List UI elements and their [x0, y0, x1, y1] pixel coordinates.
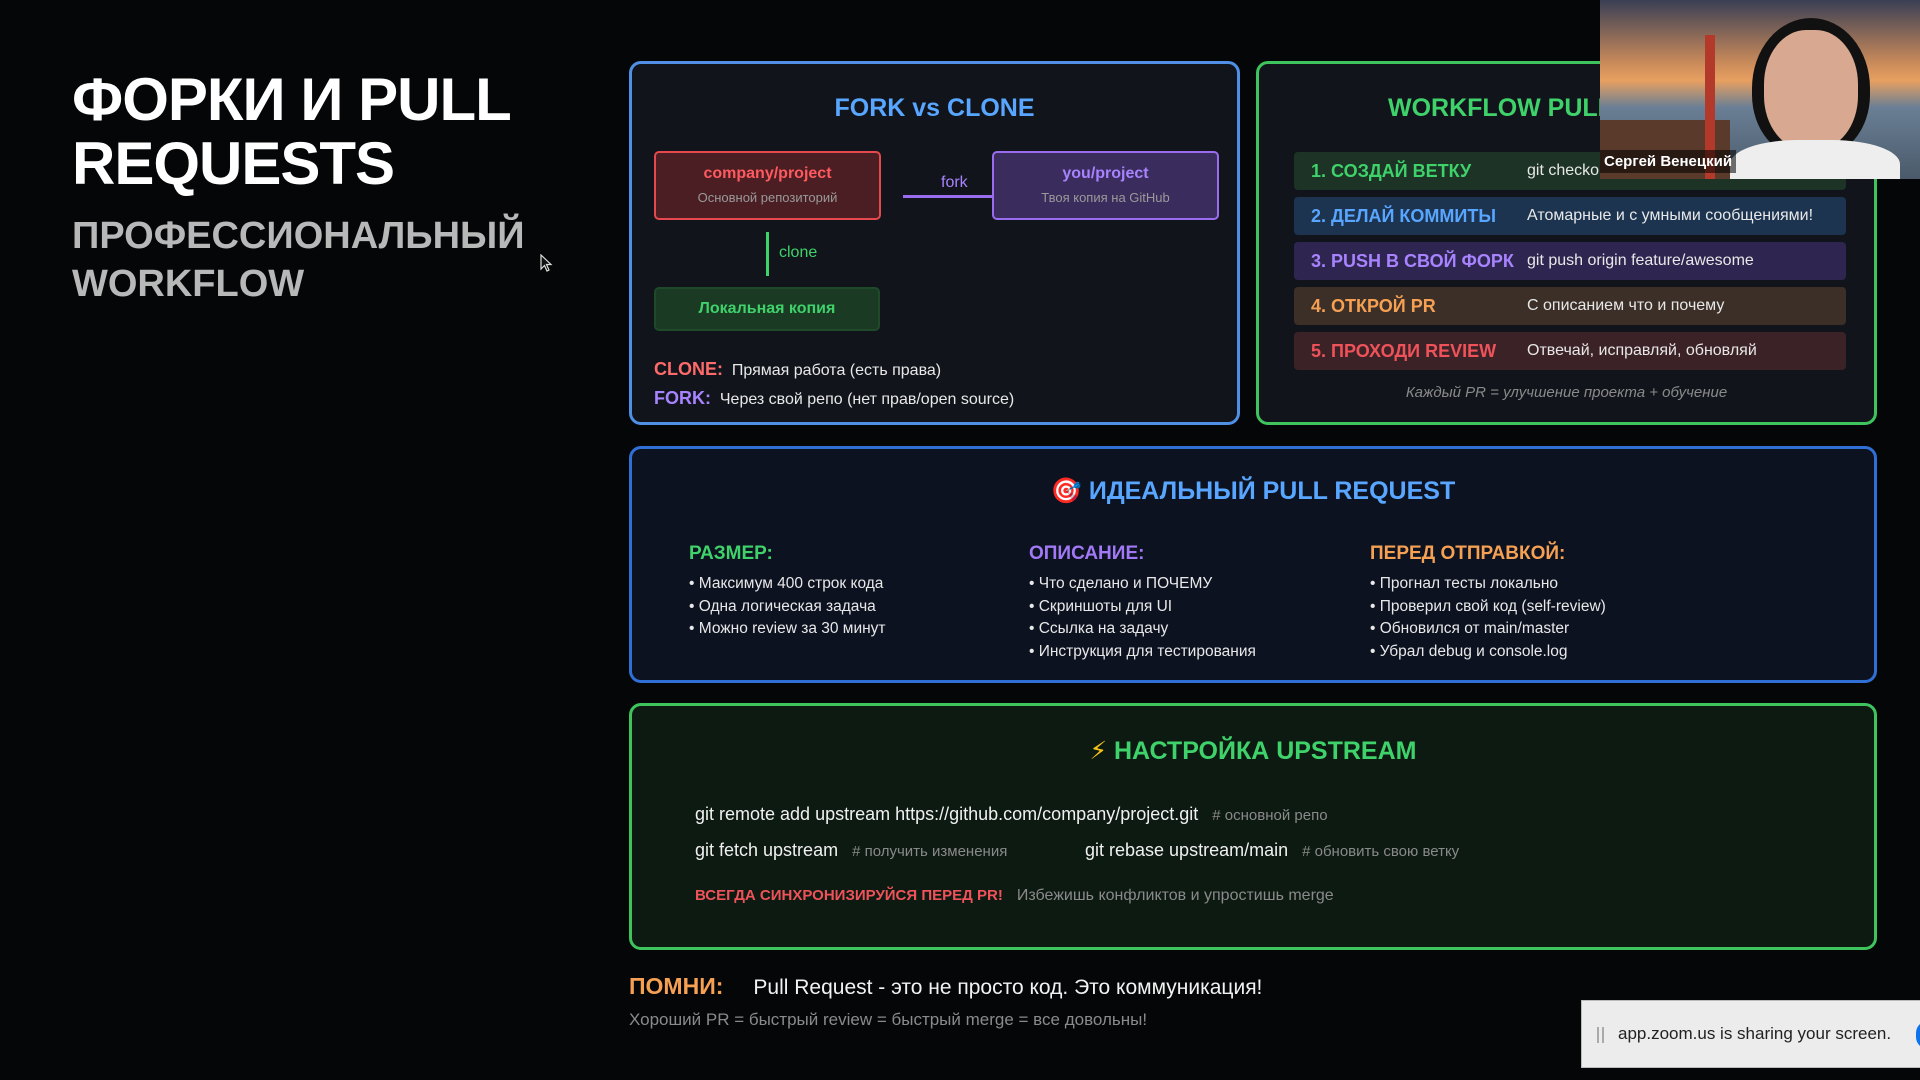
clone-def: CLONE: Прямая работа (есть права) [654, 359, 941, 380]
bullet-item: • Скриншоты для UI [1029, 597, 1173, 615]
shirt-shape [1730, 140, 1900, 179]
command-comment: # основной репо [1212, 807, 1328, 824]
workflow-step: 4. ОТКРОЙ PR С описанием что и почему [1294, 287, 1846, 325]
panel-title: 🎯 ИДЕАЛЬНЫЙ PULL REQUEST [632, 477, 1874, 506]
local-copy-box: Локальная копия [654, 287, 880, 331]
fork-label: fork [941, 174, 968, 191]
repo-desc: Твоя копия на GitHub [1041, 190, 1170, 205]
step-label: 1. СОЗДАЙ ВЕТКУ [1311, 161, 1472, 181]
bullet-item: • Максимум 400 строк кода [689, 575, 884, 592]
ideal-pr-panel: 🎯 ИДЕАЛЬНЫЙ PULL REQUEST РАЗМЕР: • Макси… [629, 446, 1877, 683]
step-desc: git push origin feature/awesome [1527, 252, 1754, 269]
step-desc: git checko [1527, 162, 1600, 179]
warning-text: Избежишь конфликтов и упростишь merge [1016, 887, 1334, 904]
bullet-item: • Ссылка на задачу [1029, 620, 1169, 638]
bullet-item: • Обновился от main/master [1370, 620, 1570, 638]
bullet-item: • Что сделано и ПОЧЕМУ [1029, 575, 1213, 592]
slide-subtitle: ПРОФЕССИОНАЛЬНЫЙ WORKFLOW [72, 212, 525, 308]
clone-label: clone [779, 244, 818, 261]
command-line: git rebase upstream/main # обновить свою … [1085, 840, 1459, 861]
step-desc: Отвечай, исправляй, обновляй [1527, 342, 1757, 359]
repo-desc: Основной репозиторий [697, 190, 838, 205]
clone-key: CLONE: [654, 359, 723, 379]
you-repo-box: you/project Твоя копия на GitHub [992, 151, 1219, 220]
bridge-tower [1705, 35, 1715, 179]
subtitle-line: ПРОФЕССИОНАЛЬНЫЙ [72, 215, 525, 257]
clone-text: Прямая работа (есть права) [731, 362, 942, 379]
bullet-item: • Можно review за 30 минут [689, 620, 886, 638]
remember-line: ПОМНИ: Pull Request - это не просто код. … [629, 973, 1262, 1000]
bullet-item: • Прогнал тесты локально [1370, 575, 1559, 592]
fork-def: FORK: Через свой репо (нет прав/open sou… [654, 388, 1014, 409]
step-label: 2. ДЕЛАЙ КОММИТЫ [1311, 206, 1496, 226]
fork-key: FORK: [654, 388, 711, 408]
bullet-item: • Инструкция для тестирования [1029, 642, 1256, 660]
sharing-text: app.zoom.us is sharing your screen. [1618, 1024, 1892, 1043]
panel-title-text: ИДЕАЛЬНЫЙ PULL REQUEST [1088, 477, 1456, 505]
step-desc: С описанием что и почему [1527, 297, 1725, 314]
column-heading: ОПИСАНИЕ: [1029, 543, 1145, 564]
panel-title-text: НАСТРОЙКА UPSTREAM [1114, 737, 1417, 765]
fork-vs-clone-panel: FORK vs CLONE company/project Основной р… [629, 61, 1240, 425]
column-heading: РАЗМЕР: [689, 543, 773, 564]
panel-title: FORK vs CLONE [834, 94, 1035, 122]
step-label: 5. ПРОХОДИ REVIEW [1311, 341, 1497, 361]
zoom-sharing-bar[interactable]: app.zoom.us is sharing your screen. [1581, 1000, 1920, 1068]
bullet-item: • Одна логическая задача [689, 597, 876, 615]
target-icon: 🎯 [1050, 477, 1082, 505]
bullet-item: • Убрал debug и console.log [1370, 642, 1568, 660]
before-send-column: ПЕРЕД ОТПРАВКОЙ: • Прогнал тесты локальн… [1370, 543, 1606, 663]
upstream-panel: ⚡ НАСТРОЙКА UPSTREAM git remote add upst… [629, 703, 1877, 950]
drag-handle-icon[interactable] [1597, 1027, 1604, 1043]
step-label: 3. PUSH В СВОЙ ФОРК [1311, 251, 1514, 271]
local-copy-label: Локальная копия [698, 300, 836, 317]
fork-arrow-line [903, 195, 992, 198]
command-comment: # получить изменения [852, 843, 1008, 860]
warning-key: ВСЕГДА СИНХРОНИЗИРУЙСЯ ПЕРЕД PR! [695, 887, 1003, 904]
remember-sub: Хороший PR = быстрый review = быстрый me… [629, 1010, 1148, 1029]
command-line: git remote add upstream https://github.c… [695, 804, 1328, 825]
size-column: РАЗМЕР: • Максимум 400 строк кода • Одна… [689, 543, 886, 641]
workflow-step: 3. PUSH В СВОЙ ФОРК git push origin featu… [1294, 242, 1846, 280]
git-command: git remote add upstream https://github.c… [695, 804, 1199, 824]
step-label: 4. ОТКРОЙ PR [1311, 296, 1436, 316]
panel-title: WORKFLOW PULL [1388, 94, 1613, 122]
webcam-video[interactable]: Сергей Венецкий [1600, 0, 1920, 179]
git-command: git fetch upstream [695, 840, 839, 860]
mouse-cursor-icon [540, 254, 553, 272]
title-line: ФОРКИ И PULL [72, 66, 512, 133]
remember-text: Pull Request - это не просто код. Это ко… [753, 976, 1263, 999]
subtitle-line: WORKFLOW [72, 263, 305, 305]
workflow-footer: Каждый PR = улучшение проекта + обучение [1405, 384, 1728, 401]
clone-arrow-line [766, 232, 769, 276]
workflow-step: 2. ДЕЛАЙ КОММИТЫ Атомарные и с умными соо… [1294, 197, 1846, 235]
repo-name: you/project [1062, 165, 1149, 182]
sync-warning: ВСЕГДА СИНХРОНИЗИРУЙСЯ ПЕРЕД PR! Избежишь… [695, 887, 1334, 905]
stop-share-button[interactable] [1916, 1021, 1920, 1049]
panel-title: ⚡ НАСТРОЙКА UPSTREAM [632, 736, 1874, 766]
remember-key: ПОМНИ: [629, 973, 724, 999]
description-column: ОПИСАНИЕ: • Что сделано и ПОЧЕМУ • Скрин… [1029, 543, 1256, 663]
column-heading: ПЕРЕД ОТПРАВКОЙ: [1370, 543, 1566, 564]
step-desc: Атомарные и с умными сообщениями! [1527, 207, 1814, 224]
lightning-icon: ⚡ [1089, 737, 1108, 765]
face-shape [1764, 30, 1858, 150]
repo-name: company/project [703, 165, 832, 182]
command-line: git fetch upstream # получить изменения [695, 840, 1007, 861]
participant-name: Сергей Венецкий [1600, 150, 1737, 173]
company-repo-box: company/project Основной репозиторий [654, 151, 881, 220]
command-comment: # обновить свою ветку [1302, 843, 1460, 860]
fork-text: Через свой репо (нет прав/open source) [719, 391, 1015, 408]
title-line: REQUESTS [72, 130, 395, 197]
bullet-item: • Проверил свой код (self-review) [1370, 597, 1606, 615]
workflow-step: 5. ПРОХОДИ REVIEW Отвечай, исправляй, обн… [1294, 332, 1846, 370]
git-command: git rebase upstream/main [1085, 840, 1289, 860]
